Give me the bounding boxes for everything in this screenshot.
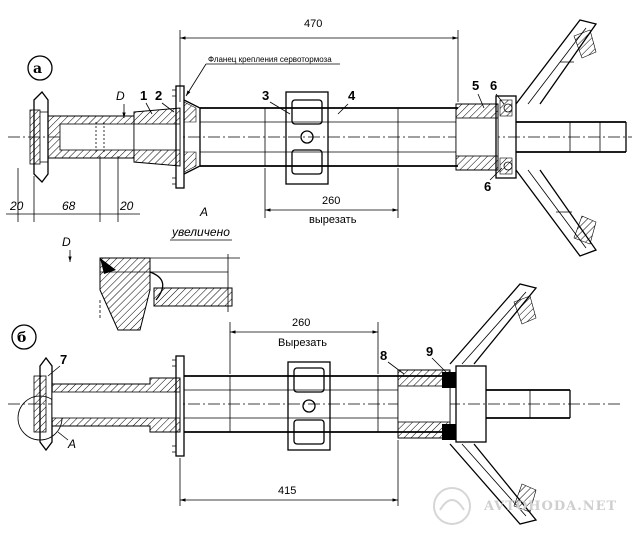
dim-cut-260-a: 260 [322,195,340,207]
dim-left-20-2: 20 [119,199,134,213]
detail-section-letter: D [62,235,71,249]
view-a-assembly [8,19,632,257]
view-b-marker-text: б [17,330,26,346]
dim-overall-470: 470 [304,18,322,30]
view-b-dimensions: 260 Вырезать 415 [179,317,399,506]
section-letter-a: D [116,89,125,103]
detail-ref-a: A [67,437,76,451]
detail-letter: A [199,205,208,219]
callout-3: 3 [262,88,269,103]
callout-1: 1 [140,88,147,103]
dim-left-20-1: 20 [9,199,24,213]
callout-6-top: 6 [490,78,497,93]
view-b-assembly [8,283,620,525]
dim-overall-415: 415 [278,485,296,497]
callout-7: 7 [60,352,67,367]
dim-left-68: 68 [62,199,76,213]
watermark-text: AVTOHODA.NET [483,499,617,514]
flange-note: Фланец крепления сервотормоза [208,55,332,64]
cut-label-b: Вырезать [278,337,327,349]
view-a-marker [27,55,53,81]
view-a-marker-text: а [33,61,42,77]
callout-8: 8 [380,348,387,363]
view-b-marker [11,324,37,350]
detail-a-enlarged: A увеличено D [62,205,240,331]
detail-caption: увеличено [171,225,230,239]
callout-6-bottom: 6 [484,179,491,194]
dim-cut-260-b: 260 [292,317,310,329]
callout-5: 5 [472,78,479,93]
view-a-dimensions: 470 260 вырезать 20 68 20 D [6,18,459,226]
view-b-callouts: б 7 8 9 A [11,324,447,451]
callout-4: 4 [348,88,356,103]
cut-label-a: вырезать [309,214,357,226]
callout-2: 2 [155,88,162,103]
watermark: AVTOHODA.NET [433,487,617,525]
callout-9: 9 [426,344,433,359]
view-a-callouts: а 1 2 3 4 5 6 6 Фланец крепления сервото… [27,55,505,194]
